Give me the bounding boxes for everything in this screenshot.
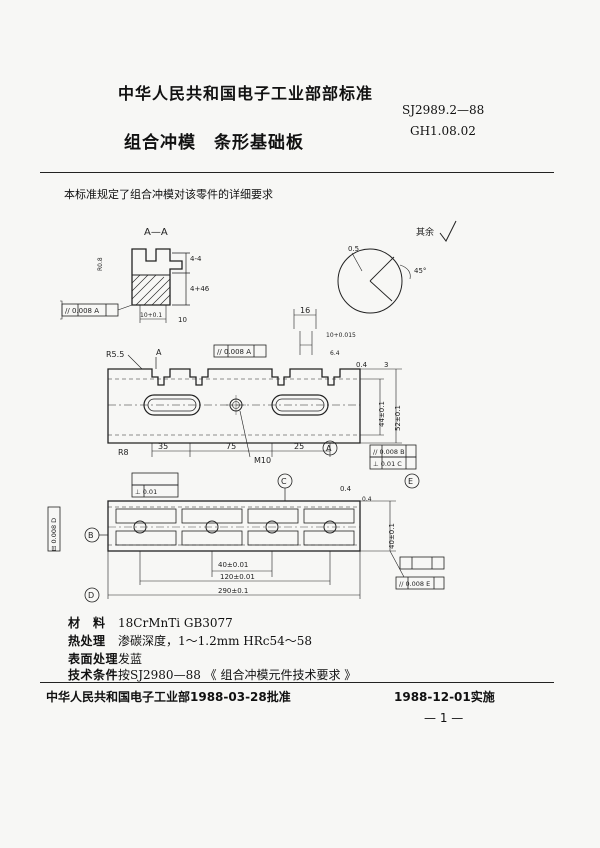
spec-heat-treatment: 热处理渗碳深度，1～1.2mm HRc54～58 <box>68 632 312 649</box>
svg-text:45°: 45° <box>414 267 426 275</box>
spec-technical-value: 按SJ2980—88 《 组合冲模元件技术要求 》 <box>118 668 357 682</box>
dim-w40: 40±0.1 <box>388 523 396 549</box>
svg-text:10+0.1: 10+0.1 <box>140 312 162 319</box>
spec-technical: 技术条件按SJ2980—88 《 组合冲模元件技术要求 》 <box>68 666 356 683</box>
dim-10: 10+0.015 <box>326 332 356 339</box>
detail-view: 0.5 45° 其余 <box>337 220 457 314</box>
spec-material-label: 材 料 <box>68 616 106 630</box>
front-perp-frame: ⊥ 0.01 <box>135 488 157 496</box>
datum-a: A <box>326 444 332 453</box>
svg-text:10: 10 <box>178 316 187 324</box>
flatness-frame: ⊟ 0.008 D <box>50 518 58 551</box>
section-parallel-frame: // 0.008 A <box>65 307 99 315</box>
spec-material-value: 18CrMnTi GB3077 <box>118 616 233 630</box>
section-label: A—A <box>144 227 168 238</box>
classification-number: GH1.08.02 <box>410 124 476 138</box>
datum-b: B <box>88 531 94 540</box>
section-view-a-a: A—A 4-4 4+46 10+0.1 10 // 0.008 A R0.8 <box>60 227 210 324</box>
implementation-date: 1988-12-01实施 <box>394 690 495 704</box>
top-parallel-frame: // 0.008 A <box>217 348 251 356</box>
dim-w52: 52±0.1 <box>394 405 402 431</box>
spec-heat-label: 热处理 <box>68 634 106 648</box>
approval-date: 中华人民共和国电子工业部1988-03-28批准 <box>46 690 291 704</box>
svg-text:0.4: 0.4 <box>362 496 372 503</box>
intro-text: 本标准规定了组合冲模对该零件的详细要求 <box>64 188 273 201</box>
document-title: 组合冲模 条形基础板 <box>124 133 304 153</box>
spec-heat-value: 渗碳深度，1～1.2mm HRc54～58 <box>118 634 313 648</box>
top-view: 16 10+0.015 6.4 R5.5 A // 0.008 A 52±0.1… <box>106 306 417 470</box>
svg-text:0.4: 0.4 <box>356 361 368 369</box>
bottom-parallel-frame: // 0.008 E <box>399 580 430 588</box>
datum-c: C <box>281 477 287 486</box>
svg-text:A: A <box>156 348 162 357</box>
dim-l120: 120±0.01 <box>220 573 255 581</box>
dim-16: 16 <box>300 306 310 315</box>
datum-e: E <box>408 477 413 486</box>
spec-surface-label: 表面处理 <box>68 652 119 666</box>
mid-parallel-frame: // 0.008 B <box>373 448 405 456</box>
engineering-drawing: A—A 4-4 4+46 10+0.1 10 // 0.008 A R0.8 0… <box>47 220 457 603</box>
dim-l25: 25 <box>294 442 304 451</box>
spec-surface-value: 发蓝 <box>118 652 143 666</box>
svg-text:4-4: 4-4 <box>190 255 202 263</box>
dim-l40: 40±0.01 <box>218 561 248 569</box>
mid-perp-frame: ⊥ 0.01 C <box>373 460 402 468</box>
svg-text:0.4: 0.4 <box>340 485 352 493</box>
spec-material: 材 料 18CrMnTi GB3077 <box>68 614 233 631</box>
dim-w44: 44±0.1 <box>378 401 386 427</box>
detail-chamfer: 0.5 <box>348 245 359 253</box>
standard-number: SJ2989.2—88 <box>402 103 485 117</box>
dim-64: 6.4 <box>330 350 340 357</box>
dim-r55: R5.5 <box>106 350 124 359</box>
roughness-label: 其余 <box>416 226 434 238</box>
svg-text:3: 3 <box>384 361 388 369</box>
header-rule <box>40 172 554 173</box>
issuing-organization: 中华人民共和国电子工业部部标准 <box>118 84 374 103</box>
front-view: ⊥ 0.01 C 0.4 E ⊟ 0.008 D B 40±0.1 <box>47 472 445 603</box>
page-number: — 1 — <box>424 711 464 725</box>
svg-text:4+46: 4+46 <box>190 285 210 293</box>
svg-text:R0.8: R0.8 <box>97 257 104 271</box>
spec-technical-label: 技术条件 <box>68 668 119 682</box>
datum-d: D <box>88 591 94 600</box>
spec-surface: 表面处理发蓝 <box>68 650 142 667</box>
dim-m10: M10 <box>254 456 271 465</box>
dim-l290: 290±0.1 <box>218 587 248 595</box>
footer-rule <box>40 682 554 683</box>
dim-l35: 35 <box>158 442 168 451</box>
dim-l75: 75 <box>226 442 236 451</box>
dim-r8: R8 <box>118 448 129 457</box>
